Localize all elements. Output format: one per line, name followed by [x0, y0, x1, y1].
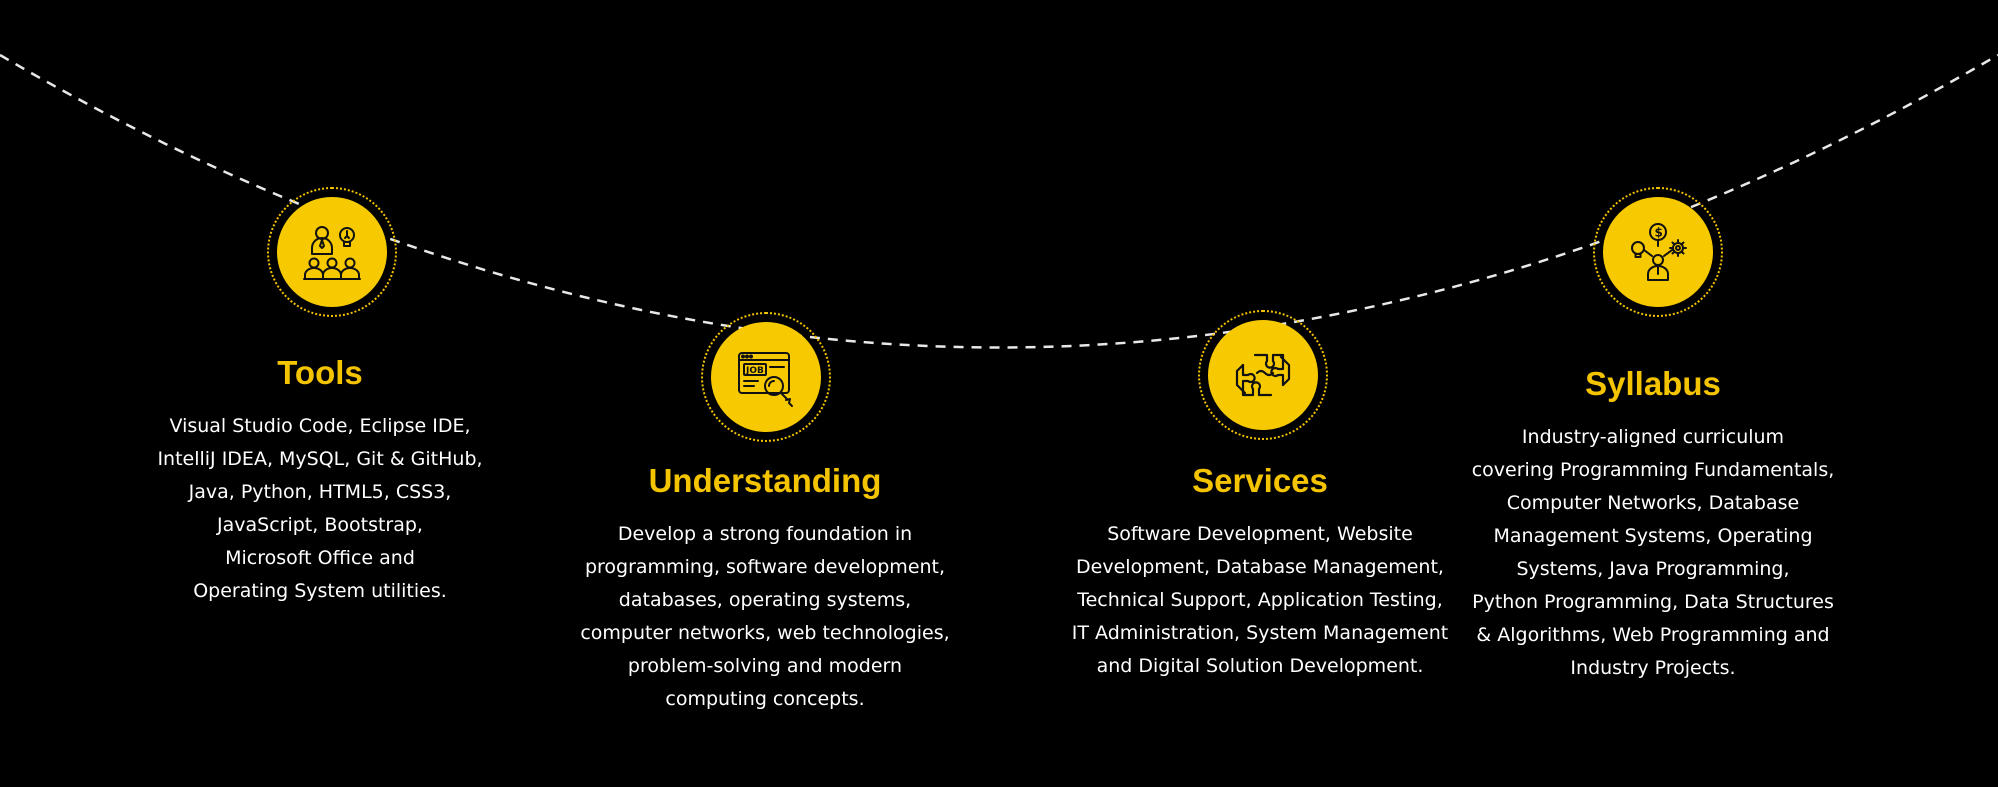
svg-text:JOB: JOB: [745, 366, 764, 376]
services-card: Services Software Development, Website D…: [1060, 462, 1460, 683]
business-idea-icon: $: [1631, 223, 1687, 281]
syllabus-description: Industry-aligned curriculum covering Pro…: [1471, 426, 1835, 679]
job-search-icon: JOB: [738, 352, 793, 407]
team-ideas-icon: [303, 226, 361, 280]
syllabus-card: Syllabus Industry-aligned curriculum cov…: [1453, 365, 1853, 685]
services-description: Software Development, Website Developmen…: [1071, 523, 1449, 677]
tools-icon-badge: [267, 187, 397, 317]
syllabus-title: Syllabus: [1585, 365, 1721, 402]
services-title: Services: [1192, 462, 1328, 499]
understanding-card: Understanding Develop a strong foundatio…: [565, 462, 965, 716]
tools-card: Tools Visual Studio Code, Eclipse IDE, I…: [120, 354, 520, 608]
tools-title: Tools: [277, 354, 363, 391]
services-icon-badge: [1198, 310, 1328, 440]
puzzle-hands-icon: [1235, 353, 1291, 397]
syllabus-icon-badge: $: [1593, 187, 1723, 317]
understanding-icon-badge: JOB: [701, 312, 831, 442]
svg-text:$: $: [1655, 226, 1663, 240]
understanding-title: Understanding: [648, 462, 882, 499]
tools-description: Visual Studio Code, Eclipse IDE, Intelli…: [157, 415, 483, 602]
understanding-description: Develop a strong foundation in programmi…: [580, 523, 950, 710]
